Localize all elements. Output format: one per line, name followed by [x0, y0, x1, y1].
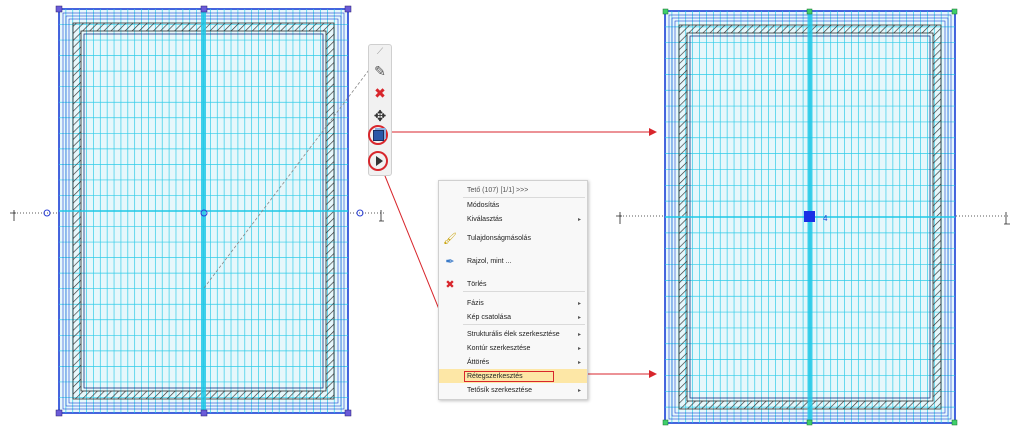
menu-item-label: Törlés	[467, 280, 487, 288]
quick-toolbar: ⟋ ✎ ✖ ✥	[368, 44, 392, 176]
selection-handles-right[interactable]	[662, 8, 958, 426]
layers-icon[interactable]	[368, 125, 388, 145]
menu-separator	[463, 197, 585, 198]
selected-node-handle[interactable]	[804, 211, 815, 222]
submenu-arrow-icon: ▸	[577, 345, 581, 352]
menu-item-módosítás[interactable]: Módosítás	[439, 198, 587, 212]
menu-item-rétegszerkesztés[interactable]: Rétegszerkesztés	[439, 369, 587, 383]
menu-item-strukturális-élek-szerkesztése[interactable]: Strukturális élek szerkesztése ▸	[439, 327, 587, 341]
menu-item-label: Kép csatolása	[467, 313, 511, 321]
menu-item-label: Kiválasztás	[467, 215, 503, 223]
pipette-icon: ✒	[445, 254, 455, 268]
menu-item-label: Strukturális élek szerkesztése	[467, 330, 560, 338]
roof-left[interactable]	[58, 8, 349, 414]
menu-item-label: Fázis	[467, 299, 484, 307]
move-icon[interactable]: ✥	[373, 107, 387, 125]
context-menu-title: Tető (107) [1/1] >>>	[439, 183, 587, 197]
wall-hatch	[72, 22, 335, 400]
submenu-arrow-icon: ▸	[577, 300, 581, 307]
toolbar-grip-icon[interactable]: ⟋	[376, 47, 384, 57]
delete-icon: ✖	[445, 277, 455, 291]
submenu-arrow-icon: ▸	[577, 216, 581, 223]
more-arrow-icon[interactable]	[368, 151, 388, 171]
menu-item-kép-csatolása[interactable]: Kép csatolása ▸	[439, 310, 587, 324]
delete-icon[interactable]: ✖	[374, 86, 386, 102]
menu-item-label: Tulajdonságmásolás	[467, 234, 531, 242]
menu-separator	[463, 324, 585, 325]
submenu-arrow-icon: ▸	[577, 331, 581, 338]
wall-hatch	[678, 24, 942, 410]
brush-icon: 🖌	[443, 231, 457, 245]
menu-separator	[463, 291, 585, 292]
menu-item-törlés[interactable]: ✖ Törlés	[439, 277, 587, 291]
menu-item-label: Módosítás	[467, 201, 500, 209]
menu-item-tetősík-szerkesztése[interactable]: Tetősík szerkesztése ▸	[439, 383, 587, 397]
selection-guide-line	[203, 57, 379, 289]
roof-right[interactable]	[664, 10, 956, 424]
selection-handles-left[interactable]	[55, 5, 352, 417]
menu-item-tulajdonságmásolás[interactable]: 🖌 Tulajdonságmásolás	[439, 231, 587, 245]
context-menu-title-text: Tető (107) [1/1] >>>	[467, 186, 529, 194]
menu-item-label: Rétegszerkesztés	[464, 370, 554, 382]
edit-pencil-icon[interactable]: ✎	[374, 64, 386, 80]
submenu-arrow-icon: ▸	[577, 387, 581, 394]
menu-item-rajzol-mint[interactable]: ✒ Rajzol, mint ...	[439, 254, 587, 268]
menu-item-kiválasztás[interactable]: Kiválasztás ▸	[439, 212, 587, 226]
submenu-arrow-icon: ▸	[577, 314, 581, 321]
menu-item-áttörés[interactable]: Áttörés ▸	[439, 355, 587, 369]
menu-item-label: Kontúr szerkesztése	[467, 344, 531, 352]
menu-item-fázis[interactable]: Fázis ▸	[439, 296, 587, 310]
rotate-handles-left[interactable]	[43, 209, 364, 217]
menu-item-kontúr-szerkesztése[interactable]: Kontúr szerkesztése ▸	[439, 341, 587, 355]
submenu-arrow-icon: ▸	[577, 359, 581, 366]
menu-item-label: Áttörés	[467, 358, 490, 366]
menu-item-label: Tetősík szerkesztése	[467, 386, 532, 394]
node-number-label: 4	[823, 214, 828, 223]
menu-item-label: Rajzol, mint ...	[467, 257, 512, 265]
